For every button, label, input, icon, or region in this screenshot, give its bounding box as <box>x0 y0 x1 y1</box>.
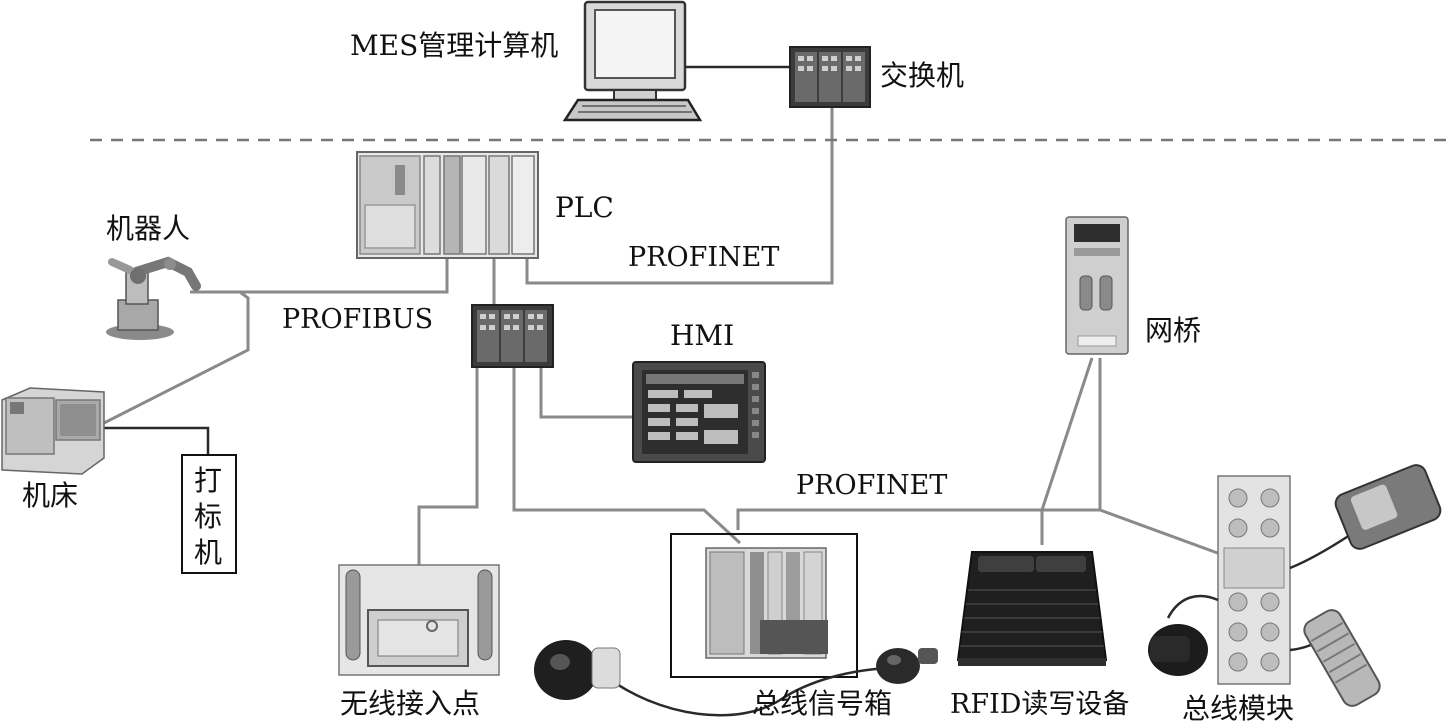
robot-label: 机器人 <box>106 212 190 245</box>
lamp-cable <box>599 666 891 717</box>
machine-tool-icon <box>1 387 105 475</box>
wire-switch-plc-profinet <box>525 108 834 285</box>
bridge-icon <box>1065 216 1129 355</box>
wire-machine-marker <box>102 426 210 455</box>
wire-plc-robot-profibus <box>190 258 449 294</box>
wire-profibus-to-machine <box>101 290 250 426</box>
bus-signal-box-icon <box>705 547 828 659</box>
wire-local-switch-bus-box <box>512 367 742 545</box>
hmi-label: HMI <box>670 319 734 352</box>
connector-plug-icon <box>1148 624 1208 676</box>
plc-icon <box>356 151 539 259</box>
mes-computer-icon <box>562 0 703 122</box>
limit-switch-sensor-icon <box>1334 464 1442 550</box>
indicator-lamp-right-icon <box>876 648 938 684</box>
bridge-label: 网桥 <box>1145 314 1201 347</box>
hmi-panel-icon <box>632 361 766 463</box>
profinet-top-label: PROFINET <box>628 242 779 273</box>
marking-machine-box <box>181 454 237 574</box>
wire-local-switch-hmi <box>539 367 636 419</box>
mes-computer-label: MES管理计算机 <box>350 29 558 62</box>
bus-module-icon <box>1217 475 1291 685</box>
wire-profinet-to-bus-module <box>736 508 1224 557</box>
proximity-sensor-icon <box>1303 609 1381 707</box>
machine-tool-label: 机床 <box>22 479 78 512</box>
local-switch-icon <box>471 304 554 368</box>
plc-label: PLC <box>555 191 614 224</box>
indicator-lamp-left-icon <box>534 640 621 700</box>
rfid-reader-icon <box>956 551 1108 666</box>
wireless-access-point-icon <box>338 564 500 676</box>
rfid-label: RFID读写设备 <box>950 689 1129 720</box>
top-switch-icon <box>789 46 871 108</box>
marking-machine-char-1: 打 <box>194 464 222 497</box>
top-switch-label: 交换机 <box>880 59 964 92</box>
profibus-label: PROFIBUS <box>282 304 433 335</box>
bus-module-label: 总线模块 <box>1182 692 1294 725</box>
marking-machine-char-3: 机 <box>194 536 222 569</box>
robot-icon <box>106 256 201 340</box>
sensor-cable-left <box>1166 594 1219 619</box>
wireless-ap-label: 无线接入点 <box>340 687 480 720</box>
bus-signal-box-label: 总线信号箱 <box>752 687 892 720</box>
wire-rfid-bridge <box>1040 357 1094 545</box>
wire-local-switch-wireless <box>417 367 479 565</box>
bus-signal-box-frame <box>670 533 858 678</box>
sensor-cable-top <box>1289 533 1351 570</box>
connection-wires <box>101 65 1224 565</box>
marking-machine-char-2: 标 <box>194 500 222 533</box>
profinet-mid-label: PROFINET <box>796 470 947 501</box>
